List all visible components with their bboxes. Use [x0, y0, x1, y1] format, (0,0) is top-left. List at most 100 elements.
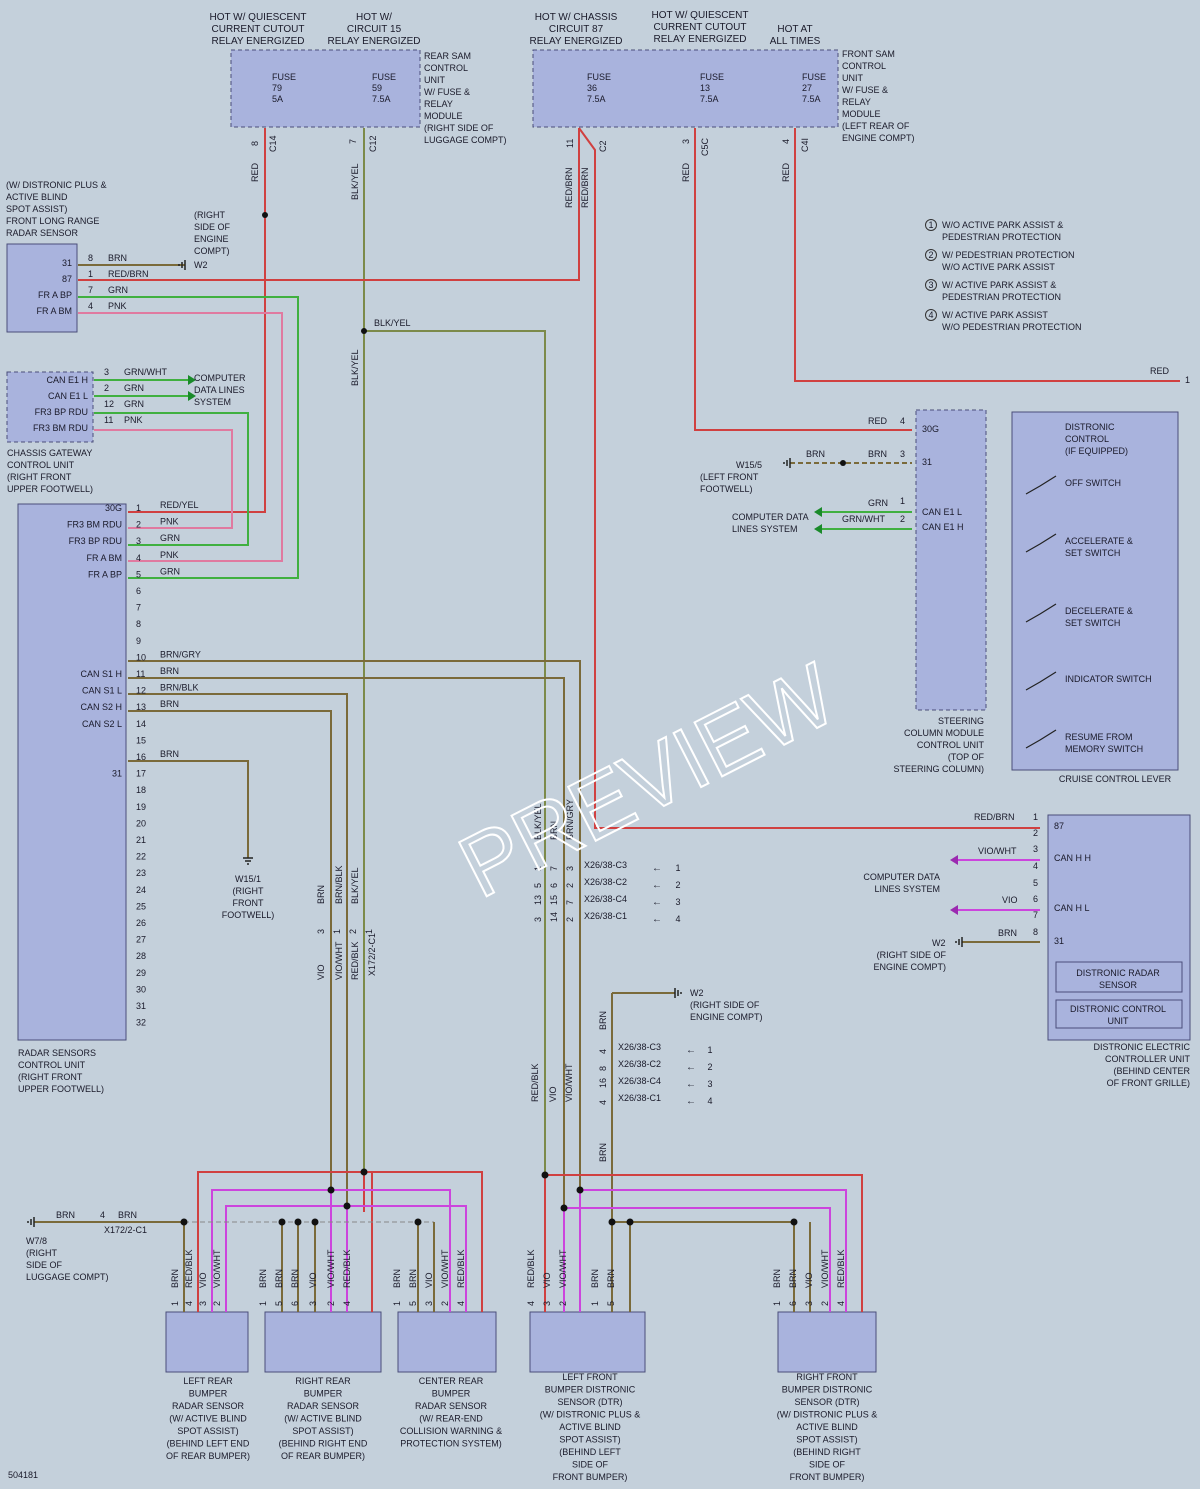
fuse-79-label: FUSE	[272, 72, 296, 82]
low-conn-name: X26/38-C3	[618, 1042, 661, 1052]
fuse-59-label: FUSE	[372, 72, 396, 82]
cruise-switch-symbol	[1025, 533, 1057, 553]
front-long-range-radar	[6, 243, 78, 333]
fuse-13-label: 13	[700, 83, 710, 93]
sensor-label: FRONT BUMPER)	[553, 1472, 628, 1482]
distronic-label: OF FRONT GRILLE)	[1107, 1078, 1190, 1088]
preview-watermark: PREVIEW	[444, 644, 851, 916]
sensor-label: (W/ ACTIVE BLIND	[284, 1414, 362, 1424]
sensor-wire-label: VIO	[308, 1272, 318, 1288]
sensor-wire-label: BRN	[408, 1269, 418, 1288]
rear-ground-note: (RIGHT	[26, 1248, 57, 1258]
wire-redblk-front	[544, 1174, 863, 1312]
fuse-79-label: 79	[272, 83, 282, 93]
fuse-13-label: FUSE	[700, 72, 724, 82]
cruise-switch-label: (IF EQUIPPED)	[1065, 446, 1128, 456]
sensor-wire-label: VIO/WHT	[820, 1249, 830, 1288]
distronic-wire-num: 6	[1033, 894, 1038, 904]
gateway-wire-color: GRN	[124, 383, 144, 393]
distronic-label: CONTROLLER UNIT	[1105, 1054, 1191, 1064]
steering-label: STEERING	[938, 716, 984, 726]
sensor-pin: 3	[804, 1301, 814, 1306]
front-sam-hot1-label: RELAY ENERGIZED	[530, 36, 623, 47]
mid-conn-arrow: ←	[652, 914, 662, 925]
legend-text: W/O PEDESTRIAN PROTECTION	[942, 322, 1082, 332]
legend-text: PEDESTRIAN PROTECTION	[942, 232, 1061, 242]
rear-ground-pin: 4	[100, 1210, 105, 1220]
radar-ecu-pin-num: 12	[136, 686, 146, 696]
rear-sam-hot2-label: HOT W/	[356, 12, 392, 23]
red-out-label: RED	[1150, 366, 1170, 376]
page-code: 504181	[8, 1470, 38, 1480]
sensor-pin: 2	[820, 1301, 830, 1306]
gateway-wire-num: 2	[104, 383, 109, 393]
blkyel-vertical-label: BLK/YEL	[350, 349, 360, 386]
sensor-label: COLLISION WARNING &	[400, 1426, 502, 1436]
front-sam-hot2-label: CURRENT CUTOUT	[654, 22, 747, 33]
radar-ecu-ground: W15/1	[235, 874, 261, 884]
distronic-inner-radar: DISTRONIC RADAR	[1076, 968, 1160, 978]
sensor-wire-label: BRN	[258, 1269, 268, 1288]
sensor-label: OF REAR BUMPER)	[281, 1451, 365, 1461]
sensor-wire-label: RED/BLK	[836, 1249, 846, 1288]
cruise-switch-label: SET SWITCH	[1065, 548, 1120, 558]
steering-pin-name: 30G	[922, 424, 939, 434]
steering-wire-num: 3	[900, 449, 905, 459]
legend-marker	[925, 309, 937, 321]
cruise-switch-symbol	[1025, 475, 1057, 495]
cruise-switch-label: CONTROL	[1065, 434, 1109, 444]
lrr-label: RADAR SENSOR	[6, 228, 79, 238]
mid-conn-variant: 4	[675, 914, 680, 924]
right-front-dtr-box	[777, 1311, 877, 1373]
chassis-gateway-box	[6, 371, 94, 443]
sensor-label: SPOT ASSIST)	[796, 1435, 857, 1445]
radar-ecu-pin-num: 27	[136, 935, 146, 945]
lrr-ground-w2: W2	[194, 260, 208, 270]
radar-ecu-pin-name: CAN S2 L	[82, 719, 122, 729]
x172-name: X172/2-C1	[367, 933, 377, 976]
gateway-wire-color: GRN/WHT	[124, 367, 167, 377]
rear-sam-hot1-label: HOT W/ QUIESCENT	[209, 12, 306, 23]
steering-data-lines: COMPUTER DATA	[732, 512, 809, 522]
rear-sam-hot2-label: CIRCUIT 15	[347, 24, 402, 35]
legend-number: 4	[928, 310, 933, 320]
distronic-extra-pin: 4	[1033, 861, 1038, 871]
sensor-wire-label: VIO	[542, 1272, 552, 1288]
radar-ecu-ground-note: (RIGHT	[233, 886, 264, 896]
rear-sam-label: (RIGHT SIDE OF	[424, 123, 494, 133]
gateway-data-lines: SYSTEM	[194, 397, 231, 407]
distronic-pin-name: 31	[1054, 936, 1064, 946]
steering-ground-note: FOOTWELL)	[700, 484, 753, 494]
sensor-wire-label: RED/BLK	[456, 1249, 466, 1288]
wire-red-fuse13	[694, 128, 912, 431]
gateway-wire-num: 3	[104, 367, 109, 377]
radar-ecu-pin-num: 1	[136, 503, 141, 513]
legend-text: W/O ACTIVE PARK ASSIST &	[942, 220, 1063, 230]
data-line-arrows	[188, 375, 822, 534]
radar-ecu-pin-num: 22	[136, 852, 146, 862]
radar-ecu-wire-color: RED/YEL	[160, 500, 199, 510]
sensor-wire-label: RED/BLK	[342, 1249, 352, 1288]
fuse-59-label: 59	[372, 83, 382, 93]
low-conn-variant: 2	[707, 1062, 712, 1072]
gateway-label: CHASSIS GATEWAY	[7, 448, 92, 458]
sensor-wire-label: BRN	[290, 1269, 300, 1288]
radar-ecu-wire-color: BRN	[160, 749, 179, 759]
distronic-pin-name: 87	[1054, 821, 1064, 831]
front-sam-hot2-label: RELAY ENERGIZED	[654, 34, 747, 45]
radar-ecu-pin-name: CAN S1 L	[82, 686, 122, 696]
cruise-switch-label: MEMORY SWITCH	[1065, 744, 1143, 754]
sensor-pin: 4	[184, 1301, 194, 1306]
front-sam-conn-c2: C2	[598, 140, 608, 152]
sensor-pin: 4	[836, 1301, 846, 1306]
low-ground-note: ENGINE COMPT)	[690, 1012, 763, 1022]
front-sam-hot1-label: HOT W/ CHASSIS	[535, 12, 618, 23]
sensor-label: PROTECTION SYSTEM)	[400, 1439, 502, 1449]
radar-ecu-pin-name: FR A BP	[88, 569, 122, 579]
mid-conn-pin: 13	[533, 895, 543, 905]
distronic-arrows	[950, 855, 958, 915]
radar-ecu-pin-num: 25	[136, 901, 146, 911]
radar-ecu-pin-num: 3	[136, 536, 141, 546]
radar-ecu-pin-num: 30	[136, 984, 146, 994]
sensor-label: (W/ DISTRONIC PLUS &	[777, 1410, 878, 1420]
